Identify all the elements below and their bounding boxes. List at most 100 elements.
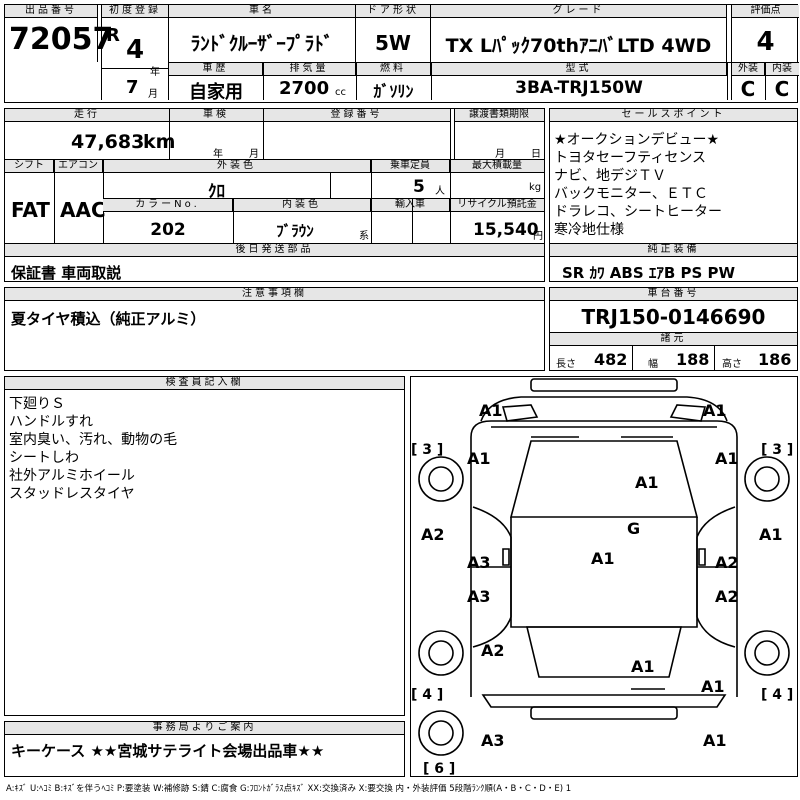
damage-mark: A1 — [591, 549, 615, 568]
mileage: 47,683 — [71, 131, 145, 153]
sales-points-body: ★オークションデビュー★ トヨタセーフティセンス ナビ、地デジＴＶ バックモニタ… — [554, 131, 794, 239]
model-label: 型式 — [431, 63, 727, 76]
score: 4 — [756, 27, 775, 57]
equipment-label: 純正装備 — [550, 244, 797, 257]
exterior-grade: C — [740, 77, 756, 101]
car-diagram-panel: [ 3 ] [ 3 ] [ 4 ] [ 4 ] [ 6 ] A1 A1 A1 A… — [410, 376, 798, 777]
notes-panel: 注意事項欄 夏タイヤ積込（純正アルミ） — [4, 287, 545, 371]
damage-mark: A1 — [759, 525, 783, 544]
legend: A:ｷｽﾞ U:ﾍｺﾐ B:ｷｽﾞを伴うﾍｺﾐ P:要塗装 W:補修跡 S:錆 … — [6, 784, 572, 794]
later-parts-row: 後日発送部品 保証書 車両取説 — [5, 243, 544, 282]
first-reg-label: 初度登録 — [102, 5, 168, 18]
recycle-unit: 円 — [533, 231, 543, 242]
transfer-day-unit: 日 — [531, 149, 541, 160]
fuel: ｶﾞｿﾘﾝ — [373, 82, 414, 101]
ac-label: エアコン — [54, 160, 103, 173]
lot-box: 出品番号 72057 — [5, 5, 113, 62]
inspector-line: スタッドレスタイヤ — [9, 486, 135, 502]
damage-mark: A2 — [715, 587, 739, 606]
damage-mark: A1 — [703, 731, 727, 750]
max-load-unit: kg — [529, 182, 542, 193]
inspection-year-unit: 年 — [213, 149, 223, 160]
door-box: ドア形状 5W — [356, 5, 431, 62]
sales-point-line: 寒冷地仕様 — [554, 222, 624, 238]
month-unit: 月 — [148, 89, 158, 100]
equipment-row: 純正装備 SR ｶﾜ ABS ｴｱB PS PW — [550, 243, 797, 282]
displacement: 2700 — [279, 78, 330, 99]
damage-mark: A1 — [479, 401, 503, 420]
mileage-label: 走行 — [5, 109, 169, 122]
damage-mark: A3 — [481, 731, 505, 750]
damage-mark: A2 — [715, 553, 739, 572]
displacement-label: 排気量 — [263, 63, 356, 76]
transfer-label: 譲渡書類期限 — [454, 109, 544, 122]
shift-label: シフト — [5, 160, 54, 173]
first-registration-box: 初度登録 R 4 年 7 月 — [101, 5, 169, 100]
displacement-unit: cc — [335, 87, 346, 98]
model: 3BA-TRJ150W — [515, 78, 643, 98]
damage-mark: A1 — [467, 449, 491, 468]
inspector-panel: 検査員記入欄 下廻りＳ ハンドルすれ 室内臭い、汚れ、動物の毛 シートしわ 社外… — [4, 376, 405, 716]
interior-color-unit: 系 — [359, 231, 369, 242]
header-row-2: 車歴 排気量 燃料 型式 外装 内装 自家用 2700 cc ｶﾞｿﾘﾝ 3BA… — [169, 62, 799, 103]
notes-label: 注意事項欄 — [5, 288, 544, 301]
damage-mark: A3 — [467, 587, 491, 606]
max-load-label: 最大積載量 — [450, 160, 544, 173]
inspection-label: 車検 — [169, 109, 263, 122]
car-diagram: [ 3 ] [ 3 ] [ 4 ] [ 4 ] [ 6 ] — [411, 378, 793, 776]
exterior-label: 外装 — [731, 63, 765, 76]
grade: TX Lﾊﾟｯｸ70thｱﾆﾊﾞLTD 4WD — [445, 35, 712, 57]
length: 482 — [594, 350, 628, 369]
car-name: ﾗﾝﾄﾞｸﾙｰｻﾞｰﾌﾟﾗﾄﾞ — [190, 33, 334, 55]
import-label: 輸入車 — [371, 199, 450, 212]
spec-panel: 走行 車検 登録番号 譲渡書類期限 47,683 km 年 月 月 日 シフト … — [4, 108, 545, 282]
tire-bracket-front-left: [ 3 ] — [411, 442, 443, 458]
header-panel: 出品番号 72057 初度登録 R 4 年 7 月 車名 ﾗﾝﾄﾞｸﾙｰｻﾞｰﾌ… — [4, 4, 799, 103]
car-name-box: 車名 ﾗﾝﾄﾞｸﾙｰｻﾞｰﾌﾟﾗﾄﾞ — [169, 5, 356, 62]
capacity-label: 乗車定員 — [371, 160, 450, 173]
chassis-number: TRJ150-0146690 — [581, 305, 766, 329]
inspector-line: 社外アルミホイール — [9, 468, 135, 484]
equipment: SR ｶﾜ ABS ｴｱB PS PW — [562, 264, 736, 282]
width-label: 幅 — [648, 359, 658, 370]
length-label: 長さ — [556, 359, 576, 370]
car-name-label: 車名 — [169, 5, 355, 18]
damage-mark: G — [627, 519, 641, 538]
capacity-unit: 人 — [435, 186, 445, 197]
score-box: 評価点 4 — [731, 5, 799, 62]
damage-mark: A2 — [481, 641, 505, 660]
chassis-panel: 車台番号 TRJ150-0146690 諸元 長さ 482 幅 188 高さ 1… — [549, 287, 798, 371]
inspector-line: 下廻りＳ — [9, 396, 65, 412]
tire-bracket-front-right: [ 3 ] — [761, 442, 793, 458]
inspection-month-unit: 月 — [249, 149, 259, 160]
damage-mark: A1 — [631, 657, 655, 676]
office-panel: 事務局よりご案内 キーケース ★★宮城サテライト会場出品車★★ — [4, 721, 405, 777]
door-label: ドア形状 — [356, 5, 430, 18]
recycle-label: リサイクル預託金 — [450, 199, 544, 212]
spec-row-2: シフト エアコン 外装色 乗車定員 最大積載量 FAT AAC ｸﾛ 5 人 k… — [5, 159, 544, 244]
lot-number: 72057 — [9, 22, 114, 57]
shift: FAT — [11, 198, 50, 222]
capacity: 5 — [413, 177, 425, 197]
color-no: 202 — [150, 220, 186, 240]
tire-bracket-spare: [ 6 ] — [423, 761, 455, 776]
interior-grade: C — [774, 77, 790, 101]
mileage-unit: km — [143, 131, 176, 153]
history-label: 車歴 — [169, 63, 263, 76]
inspector-body: 下廻りＳ ハンドルすれ 室内臭い、汚れ、動物の毛 シートしわ 社外アルミホイール… — [9, 395, 399, 503]
height: 186 — [758, 350, 792, 369]
width: 188 — [676, 350, 710, 369]
history: 自家用 — [189, 82, 243, 103]
era: R — [106, 25, 120, 46]
damage-mark: A3 — [467, 553, 491, 572]
ac: AAC — [60, 198, 106, 222]
sales-points-label: セールスポイント — [550, 109, 797, 122]
reg-year: 4 — [126, 35, 145, 65]
dims-row: 諸元 長さ 482 幅 188 高さ 186 — [550, 332, 797, 370]
tire-bracket-rear-right: [ 4 ] — [761, 687, 793, 703]
interior-color-label: 内装色 — [233, 199, 371, 212]
later-parts: 保証書 車両取説 — [11, 264, 122, 282]
year-unit: 年 — [150, 67, 160, 78]
sales-point-line: ★オークションデビュー★ — [554, 132, 720, 148]
sales-point-line: トヨタセーフティセンス — [554, 150, 707, 166]
